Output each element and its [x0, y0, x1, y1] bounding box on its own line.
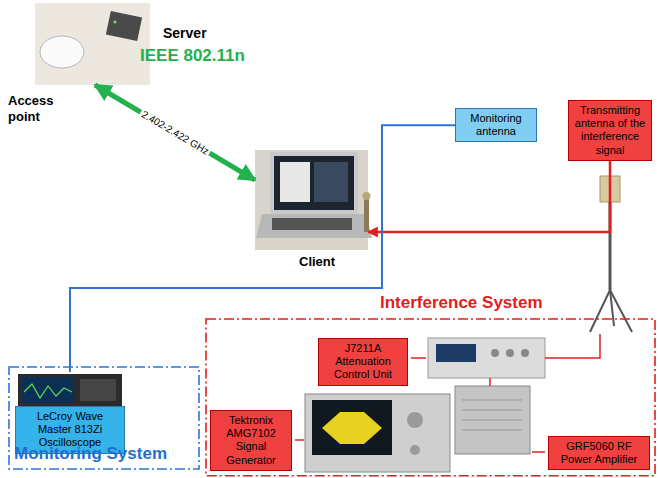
generator-knob — [407, 412, 423, 428]
callout-box: Tektronix AMG7102 Signal Generator — [210, 410, 292, 471]
node-text: Tektronix AMG7102 Signal Generator — [215, 414, 287, 467]
callout-box: Monitoring antenna — [455, 108, 537, 142]
attenuator-symbol — [428, 338, 545, 378]
oscilloscope-screen — [22, 377, 74, 403]
amplifier-grille — [462, 410, 522, 411]
signal-generator-symbol — [305, 394, 450, 472]
node-title: Access point — [8, 93, 64, 124]
photo-node: ServerAccess point — [35, 3, 150, 85]
photo-background — [35, 3, 150, 85]
power-amplifier-symbol — [455, 386, 530, 454]
oscilloscope-panel — [80, 379, 116, 401]
group-outline — [206, 319, 655, 476]
generator-trace — [322, 412, 382, 444]
laptop-base — [256, 214, 372, 238]
laptop-screen — [274, 156, 354, 210]
generator-knob — [410, 445, 420, 455]
leader-line — [411, 357, 426, 359]
amplifier-grille — [462, 400, 522, 401]
edge-label: 2.402-2.422 GHz — [137, 107, 212, 158]
cable-line — [545, 334, 600, 358]
monitoring-antenna-symbol — [363, 192, 371, 200]
amplifier-grille — [462, 430, 522, 431]
leader-line — [532, 451, 545, 453]
attenuator-display — [436, 344, 476, 362]
node-text: GRF5060 RF Power Amplifier — [553, 440, 645, 466]
node-text: Monitoring antenna — [460, 112, 532, 138]
tripod-leg — [590, 290, 610, 332]
screen-window — [280, 162, 310, 202]
screen-window — [314, 162, 348, 202]
laptop-lid — [270, 152, 358, 214]
connector — [70, 125, 455, 372]
access-point-device — [40, 36, 84, 68]
amplifier-grille — [462, 420, 522, 421]
server-device — [106, 11, 142, 41]
cable-line — [489, 378, 491, 386]
monitoring-antenna-symbol — [364, 196, 369, 232]
node-text: Transmitting antenna of the interference… — [573, 104, 647, 157]
connector — [368, 161, 610, 232]
group-title: Monitoring System — [14, 444, 167, 464]
photo-node: Client — [255, 150, 368, 250]
protocol-label: IEEE 802.11n — [140, 46, 245, 66]
node-title: Client — [299, 254, 335, 270]
node-text: J7211A Attenuation Control Unit — [323, 342, 403, 382]
attenuator-button — [506, 349, 514, 357]
connector — [95, 85, 255, 180]
group-outline — [9, 367, 199, 469]
callout-box: Transmitting antenna of the interference… — [568, 100, 652, 161]
server-light — [114, 21, 117, 24]
callout-box: J7211A Attenuation Control Unit — [318, 338, 408, 386]
node-title: Server — [163, 25, 207, 42]
instrument-node: LeCroy Wave Master 813Zi Oscilloscope — [15, 372, 125, 454]
oscilloscope-symbol — [18, 374, 122, 406]
leader-line — [295, 439, 304, 441]
waveform — [24, 384, 72, 398]
generator-screen — [312, 400, 392, 455]
tripod-leg — [610, 290, 632, 332]
system-group: LeCroy Wave Master 813Zi OscilloscopeMon… — [8, 366, 200, 470]
attenuator-button — [521, 349, 529, 357]
callout-box: GRF5060 RF Power Amplifier — [548, 436, 650, 470]
attenuator-button — [491, 349, 499, 357]
system-group: J7211A Attenuation Control UnitTektronix… — [205, 318, 656, 477]
tripod-leg — [610, 290, 614, 326]
group-title: Interference System — [380, 293, 543, 313]
laptop-keyboard — [272, 218, 352, 230]
